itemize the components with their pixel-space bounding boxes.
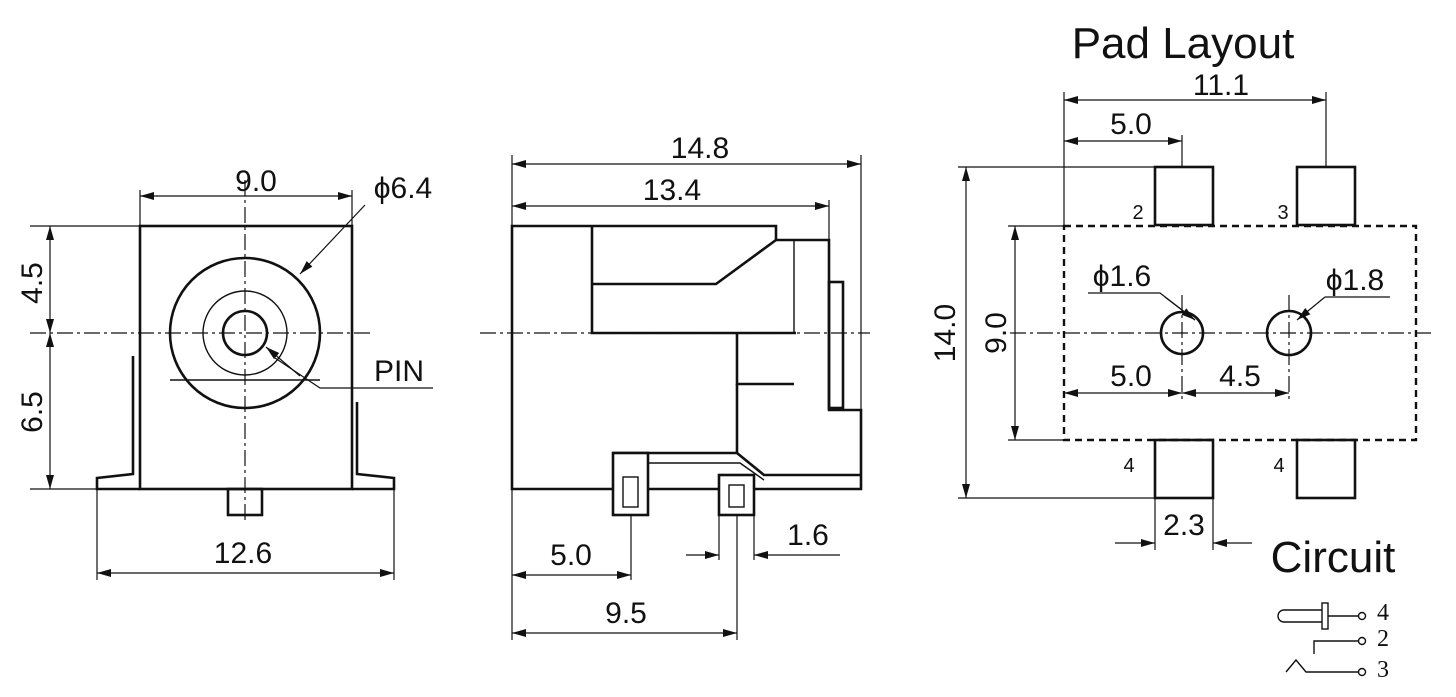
front-height-top: 4.5 — [16, 262, 49, 304]
pad-hole-right: ϕ1.8 — [1326, 264, 1385, 297]
front-jack-diameter: ϕ6.4 — [374, 172, 433, 205]
pad-height-total: 14.0 — [929, 304, 962, 362]
pad-layout: Pad Layout — [929, 19, 1432, 550]
circuit-pin-4: 4 — [1377, 600, 1389, 626]
pad-width: 2.3 — [1163, 509, 1205, 542]
circuit-symbol: Circuit 4 2 3 — [1271, 533, 1396, 683]
front-width-bottom: 12.6 — [214, 537, 272, 570]
circuit-title: Circuit — [1271, 533, 1396, 582]
pad-layout-title: Pad Layout — [1072, 19, 1295, 68]
circuit-pin-3: 3 — [1377, 657, 1389, 683]
pad-hole-left: ϕ1.6 — [1093, 260, 1152, 293]
pad-label-4-right: 4 — [1273, 455, 1284, 477]
circuit-pin-2: 2 — [1377, 626, 1389, 652]
front-height-bottom: 6.5 — [16, 391, 49, 433]
front-pin-label: PIN — [374, 355, 424, 388]
pad-label-2: 2 — [1132, 202, 1143, 224]
side-pin-spacing: 9.5 — [605, 597, 647, 630]
pad-hole-spacing: 4.5 — [1219, 360, 1261, 393]
side-view: 14.8 13.4 5.0 9.5 1.6 — [480, 132, 870, 640]
pad-width-total: 11.1 — [1193, 69, 1249, 102]
pad-hole-offset: 5.0 — [1110, 360, 1152, 393]
front-view: 9.0 ϕ6.4 PIN 12.6 4.5 6.5 — [16, 165, 433, 580]
pad-offset: 5.0 — [1110, 108, 1152, 141]
front-width-top: 9.0 — [235, 165, 277, 198]
side-pin-width: 1.6 — [787, 519, 829, 552]
pad-body-height: 9.0 — [980, 312, 1013, 354]
pad-label-3: 3 — [1277, 202, 1288, 224]
side-length-body: 13.4 — [643, 174, 701, 207]
pad-label-4-left: 4 — [1123, 455, 1134, 477]
side-pin-offset: 5.0 — [550, 539, 592, 572]
side-length-total: 14.8 — [671, 132, 729, 165]
